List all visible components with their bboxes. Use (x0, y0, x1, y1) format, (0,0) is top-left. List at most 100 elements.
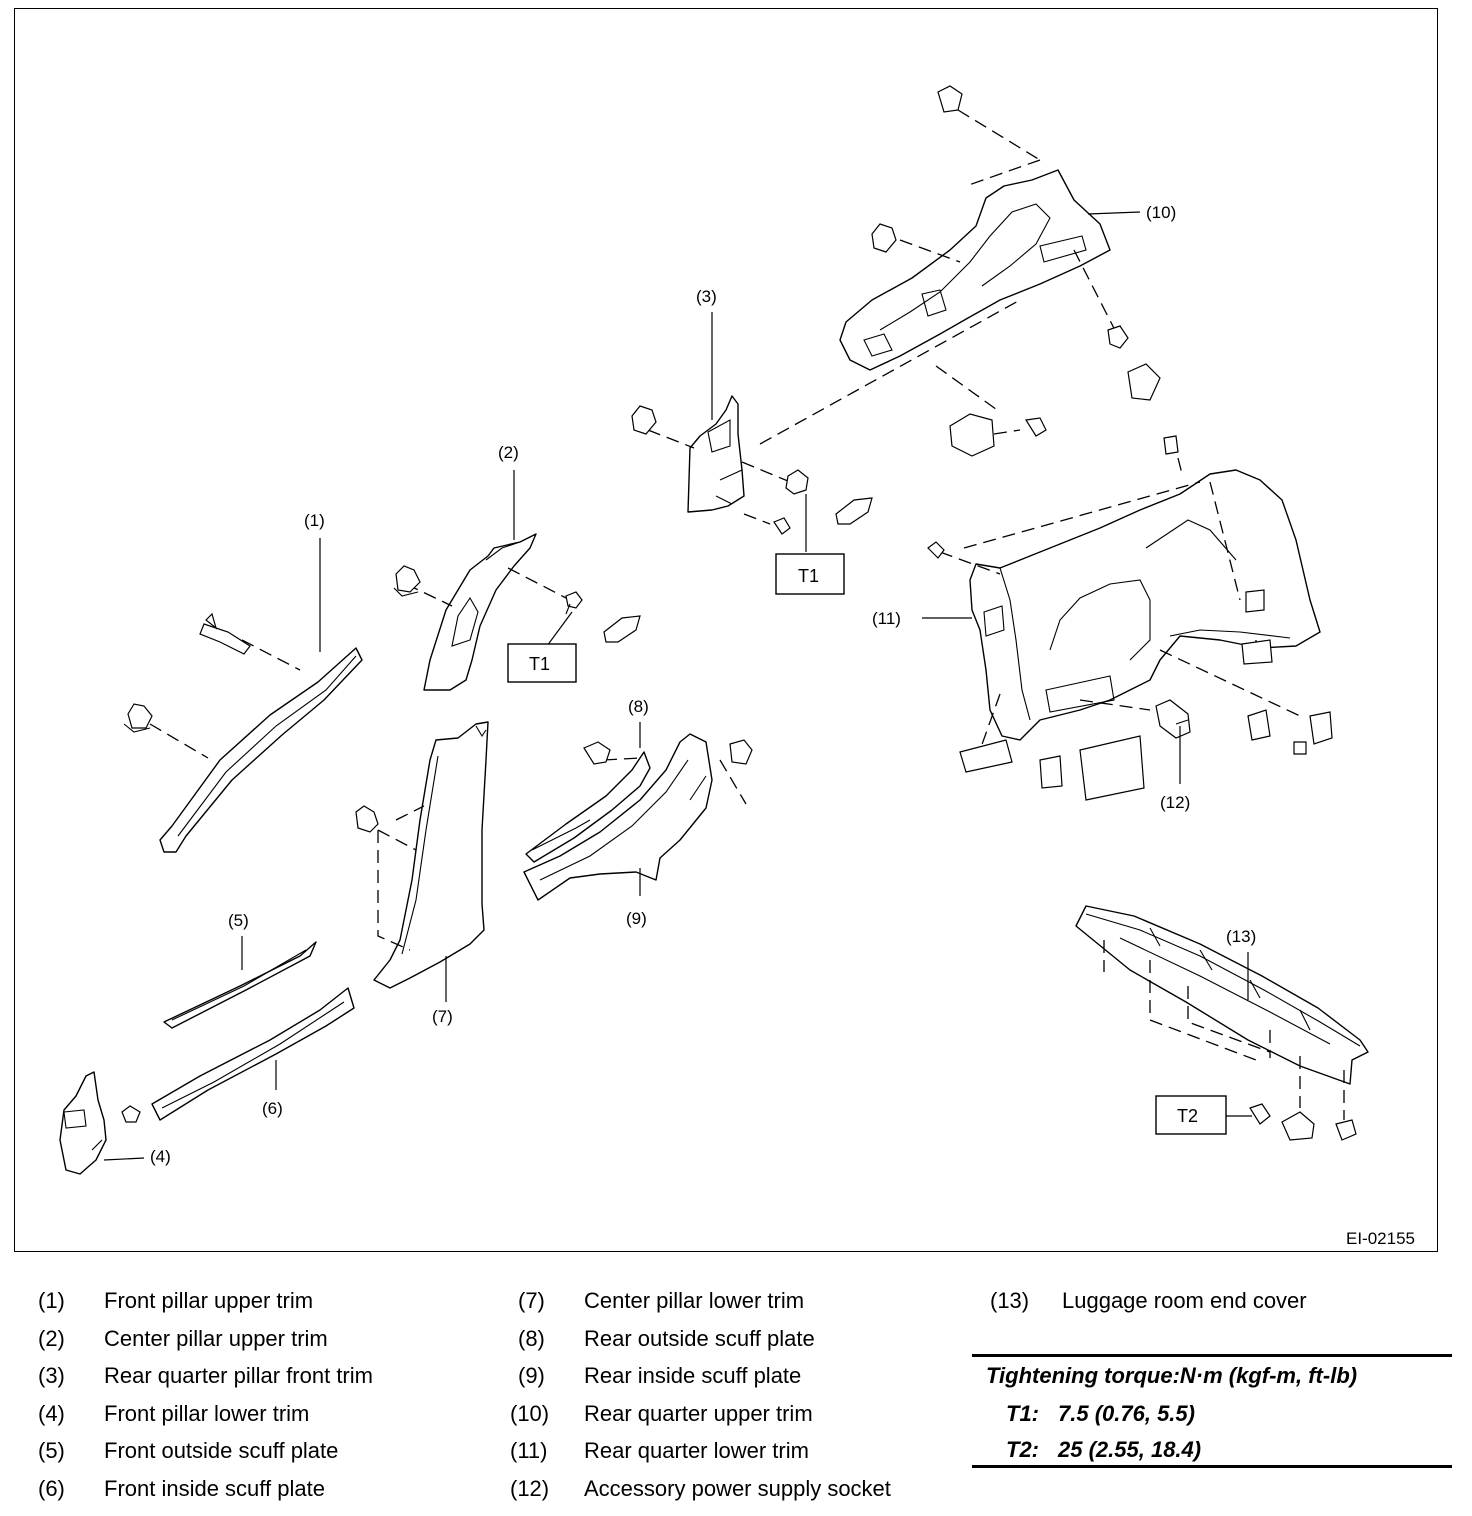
clip-9 (729, 739, 753, 765)
legend-number: (6) (38, 1475, 65, 1501)
legend-label: Center pillar upper trim (104, 1325, 328, 1351)
legend-number: (13) (990, 1288, 1030, 1313)
legend-item: (3) Rear quarter pillar front trim (38, 1361, 478, 1399)
legend-number: (5) (38, 1438, 65, 1464)
legend-item: (11) Rear quarter lower trim (510, 1436, 960, 1474)
clip-2 (393, 565, 421, 597)
legend-label: Rear inside scuff plate (584, 1363, 802, 1389)
diagram-frame (14, 8, 1438, 1252)
callout-6: (6) (262, 1099, 283, 1118)
legend-item: (2) Center pillar upper trim (38, 1324, 478, 1362)
legend-item: (6) Front inside scuff plate (38, 1474, 478, 1512)
legend-column-1: (1) Front pillar upper trim (2) Center p… (38, 1286, 478, 1512)
torque-label: T2: (1006, 1437, 1039, 1462)
callout-4: (4) (150, 1147, 171, 1166)
legend-item: (9) Rear inside scuff plate (510, 1361, 960, 1399)
clip-3 (631, 405, 657, 435)
part-6-front-inside-scuff-plate (151, 987, 355, 1121)
legend-label: Center pillar lower trim (584, 1288, 805, 1313)
bolt-4 (121, 1105, 141, 1123)
part-7-center-pillar-lower-trim (355, 721, 489, 989)
legend-item: (8) Rear outside scuff plate (510, 1324, 960, 1362)
callout-2: (2) (498, 443, 519, 462)
legend-number: (4) (38, 1400, 65, 1426)
part-3-rear-quarter-pillar-front-trim (631, 299, 1021, 535)
clip-11c (1241, 589, 1273, 665)
exploded-parts-diagram: (1) (2) (3) (4) (5) (6) (7) (8) (9) (10)… (59, 85, 1415, 1248)
legend-number: (9) (518, 1363, 545, 1389)
svg-text:T1: T1 (529, 654, 550, 674)
part-12-accessory-power-supply-socket (1155, 699, 1191, 739)
legend-label: Front pillar upper trim (104, 1288, 314, 1313)
legend-column-3: (13) Luggage room end cover (990, 1286, 1450, 1324)
legend-number: (11) (510, 1438, 548, 1464)
part-2-center-pillar-upper-trim (393, 533, 641, 691)
torque-row-t1: T1: 7.5 (0.76, 5.5) (1006, 1401, 1195, 1427)
legend-label: Accessory power supply socket (584, 1475, 891, 1501)
legend-number: (8) (518, 1325, 545, 1351)
callout-11: (11) (872, 609, 901, 628)
legend-label: Front inside scuff plate (104, 1475, 325, 1501)
clip-1b (123, 703, 153, 733)
legend-label: Rear quarter upper trim (584, 1400, 813, 1426)
callout-7: (7) (432, 1007, 453, 1026)
callout-13: (13) (1226, 927, 1256, 946)
legend-item: (13) Luggage room end cover (990, 1286, 1450, 1324)
part-1-front-pillar-upper-trim (123, 612, 363, 853)
callout-10: (10) (1146, 203, 1176, 222)
part-8-rear-outside-scuff-plate (525, 741, 651, 863)
torque-row-t2: T2: 25 (2.55, 18.4) (1006, 1437, 1201, 1463)
torque-box-t2: T2 (1155, 1095, 1227, 1135)
legend-label: Rear quarter lower trim (584, 1438, 809, 1464)
legend-item: (12) Accessory power supply socket (510, 1474, 960, 1512)
bolt-3b (743, 513, 791, 535)
clip-10b (871, 223, 897, 253)
legend-item: (4) Front pillar lower trim (38, 1399, 478, 1437)
callout-1: (1) (304, 511, 325, 530)
torque-value: 7.5 (0.76, 5.5) (1058, 1401, 1195, 1426)
bolt-10 (1107, 325, 1129, 349)
legend-item: (1) Front pillar upper trim (38, 1286, 478, 1324)
callout-labels: (1) (2) (3) (4) (5) (6) (7) (8) (9) (10)… (150, 203, 1256, 1166)
part-11-rear-quarter-lower-trim (927, 435, 1333, 801)
cover-11a (959, 739, 1013, 773)
part-10-rear-quarter-upper-trim (839, 85, 1161, 457)
legend-number: (3) (38, 1363, 65, 1389)
callout-12: (12) (1160, 793, 1190, 812)
torque-spec-table: Tightening torque:N·m (kgf-m, ft-lb) T1:… (972, 1354, 1452, 1468)
part-5-front-outside-scuff-plate (163, 941, 317, 1029)
clip-11a (927, 541, 945, 559)
legend-number: (12) (510, 1475, 550, 1501)
torque-label: T1: (1006, 1401, 1039, 1426)
leader-lines (103, 211, 1252, 1161)
legend-label: Front outside scuff plate (104, 1438, 339, 1464)
legend-number: (10) (510, 1400, 550, 1426)
retainer-11 (1247, 709, 1333, 755)
legend-item: (7) Center pillar lower trim (510, 1286, 960, 1324)
legend-item: (10) Rear quarter upper trim (510, 1399, 960, 1437)
clip-10a (937, 85, 963, 113)
torque-box-t1-center: T1 (507, 643, 577, 683)
cap-10 (1127, 363, 1161, 401)
clip-1a (199, 612, 251, 655)
callout-9: (9) (626, 909, 647, 928)
legend-label: Front pillar lower trim (104, 1400, 310, 1426)
legend-column-2: (7) Center pillar lower trim (8) Rear ou… (510, 1286, 960, 1512)
legend-number: (7) (518, 1288, 545, 1313)
cap-2 (603, 615, 641, 643)
bolt-3a (785, 469, 809, 495)
callout-8: (8) (628, 697, 649, 716)
svg-text:T2: T2 (1177, 1106, 1198, 1126)
nut-13 (1281, 1111, 1315, 1141)
clip-13 (1335, 1119, 1357, 1141)
bolt-13 (1249, 1103, 1271, 1125)
legend-number: (1) (38, 1288, 65, 1313)
part-4-front-pillar-lower-trim (59, 1071, 141, 1175)
legend-number: (2) (38, 1325, 65, 1351)
legend-label: Rear quarter pillar front trim (104, 1363, 373, 1389)
cover-11b (1039, 755, 1063, 789)
torque-heading: Tightening torque:N·m (kgf-m, ft-lb) (986, 1363, 1358, 1388)
torque-box-t1-rear: T1 (775, 553, 845, 595)
cover-11c (1079, 735, 1145, 801)
bolt-10b (1025, 417, 1047, 437)
